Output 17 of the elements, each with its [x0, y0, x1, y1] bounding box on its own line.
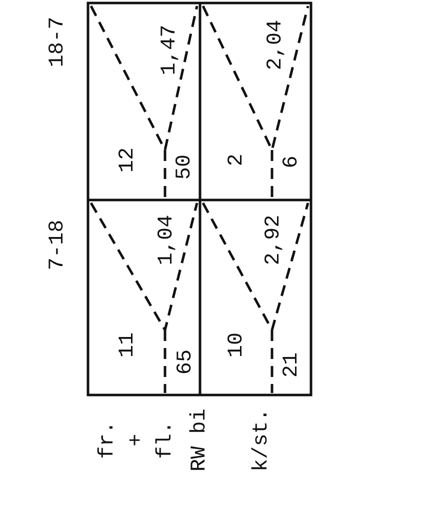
cell-value: 1,47	[158, 24, 182, 76]
cell-value: 11	[116, 332, 140, 358]
column-header: 7-18	[46, 220, 70, 270]
row-label: fr. + fl.	[96, 420, 178, 461]
cell-value: 50	[172, 154, 198, 180]
cell-value: 12	[116, 147, 140, 173]
cell-value: 6	[280, 156, 304, 168]
cell-value: 10	[224, 332, 250, 358]
column-header: 18-7	[46, 16, 70, 68]
cell-value: 2,04	[264, 20, 288, 70]
cell-value: 2	[224, 154, 250, 166]
cell-value: 21	[280, 352, 304, 378]
row-label: k/st.	[250, 408, 274, 472]
cell-value: 2,92	[262, 214, 286, 266]
cell-value: 1,04	[154, 214, 180, 266]
cell-value: 65	[174, 349, 198, 375]
row-label: RW bi	[188, 408, 212, 472]
